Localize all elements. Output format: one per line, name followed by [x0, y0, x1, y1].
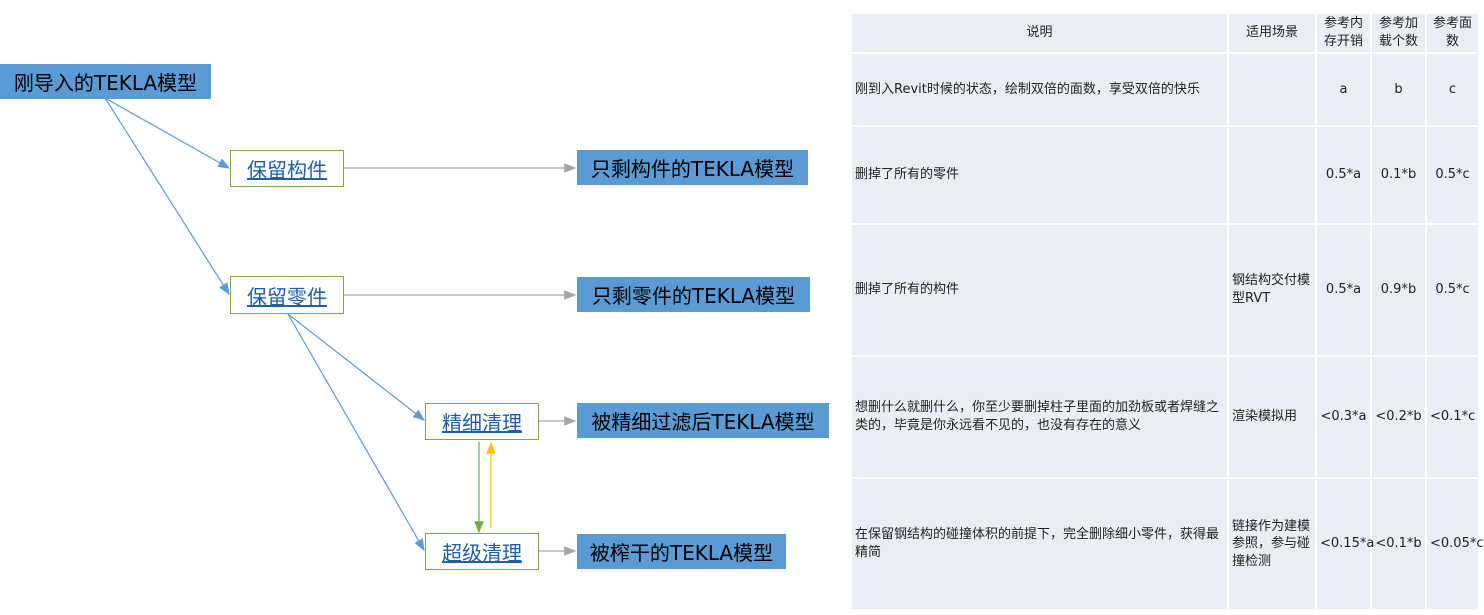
- arrow-root-to-keep-parts: [104, 97, 230, 296]
- table-header-row: 说明 适用场景 参考内存开销 参考加载个数 参考面数: [852, 14, 1478, 52]
- cell-description: 删掉了所有的零件: [852, 127, 1227, 223]
- header-scenario: 适用场景: [1229, 14, 1315, 52]
- cell-scenario: [1229, 54, 1315, 125]
- option-super-clean[interactable]: 超级清理: [425, 533, 539, 570]
- cell-face-count: 0.5*c: [1427, 225, 1478, 355]
- option-fine-clean[interactable]: 精细清理: [425, 403, 539, 440]
- cell-load-count: 0.1*b: [1372, 127, 1425, 223]
- result-keep-members: 只剩构件的TEKLA模型: [577, 150, 808, 185]
- cell-memory: 0.5*a: [1317, 225, 1370, 355]
- header-load-count: 参考加载个数: [1372, 14, 1425, 52]
- table-row: 删掉了所有的零件 0.5*a 0.1*b 0.5*c: [852, 127, 1478, 223]
- cell-load-count: b: [1372, 54, 1425, 125]
- option-super-clean-label[interactable]: 超级清理: [442, 541, 522, 565]
- cell-face-count: <0.05*c: [1427, 479, 1484, 609]
- table-row: 删掉了所有的构件 钢结构交付模型RVT 0.5*a 0.9*b 0.5*c: [852, 225, 1478, 355]
- cell-memory: 0.5*a: [1317, 127, 1370, 223]
- cell-scenario: 钢结构交付模型RVT: [1229, 225, 1315, 355]
- result-fine-clean: 被精细过滤后TEKLA模型: [577, 403, 829, 438]
- arrow-root-to-keep-members: [104, 97, 231, 169]
- header-memory: 参考内存开销: [1317, 14, 1370, 52]
- cell-description: 想删什么就删什么，你至少要删掉柱子里面的加劲板或者焊缝之类的，毕竟是你永远看不见…: [852, 357, 1227, 477]
- cell-memory: <0.3*a: [1317, 357, 1370, 477]
- option-keep-members-label[interactable]: 保留构件: [247, 158, 327, 182]
- option-fine-clean-label[interactable]: 精细清理: [442, 411, 522, 435]
- cell-description: 在保留钢结构的碰撞体积的前提下，完全删除细小零件，获得最精简: [852, 479, 1227, 609]
- cell-face-count: <0.1*c: [1427, 357, 1478, 477]
- cell-memory: a: [1317, 54, 1370, 125]
- flow-arrows: [104, 97, 577, 556]
- table-row: 在保留钢结构的碰撞体积的前提下，完全删除细小零件，获得最精简 链接作为建模参照，…: [852, 479, 1484, 609]
- header-face-count: 参考面数: [1427, 14, 1478, 52]
- result-keep-parts: 只剩零件的TEKLA模型: [577, 277, 810, 312]
- cell-scenario: [1229, 127, 1315, 223]
- table-row: 刚到入Revit时候的状态，绘制双倍的面数，享受双倍的快乐 a b c: [852, 54, 1478, 125]
- cell-description: 删掉了所有的构件: [852, 225, 1227, 355]
- option-keep-parts[interactable]: 保留零件: [230, 276, 344, 314]
- cell-face-count: c: [1427, 54, 1478, 125]
- root-node: 刚导入的TEKLA模型: [0, 64, 211, 99]
- cell-scenario: 渲染模拟用: [1229, 357, 1315, 477]
- cell-description: 刚到入Revit时候的状态，绘制双倍的面数，享受双倍的快乐: [852, 54, 1227, 125]
- option-keep-members[interactable]: 保留构件: [230, 150, 344, 187]
- cell-scenario: 链接作为建模参照，参与碰撞检测: [1229, 479, 1315, 609]
- result-super-clean: 被榨干的TEKLA模型: [577, 534, 786, 569]
- cell-face-count: 0.5*c: [1427, 127, 1478, 223]
- arrow-keep-parts-to-fine-clean: [287, 313, 425, 421]
- header-description: 说明: [852, 14, 1227, 52]
- cell-load-count: <0.2*b: [1372, 357, 1425, 477]
- table-row: 想删什么就删什么，你至少要删掉柱子里面的加劲板或者焊缝之类的，毕竟是你永远看不见…: [852, 357, 1478, 477]
- cell-load-count: 0.9*b: [1372, 225, 1425, 355]
- comparison-table: 说明 适用场景 参考内存开销 参考加载个数 参考面数 刚到入Revit时候的状态…: [850, 12, 1484, 611]
- cell-load-count: <0.1*b: [1372, 479, 1425, 609]
- arrow-keep-parts-to-super-clean: [287, 313, 425, 552]
- cell-memory: <0.15*a: [1317, 479, 1374, 609]
- option-keep-parts-label[interactable]: 保留零件: [247, 284, 327, 309]
